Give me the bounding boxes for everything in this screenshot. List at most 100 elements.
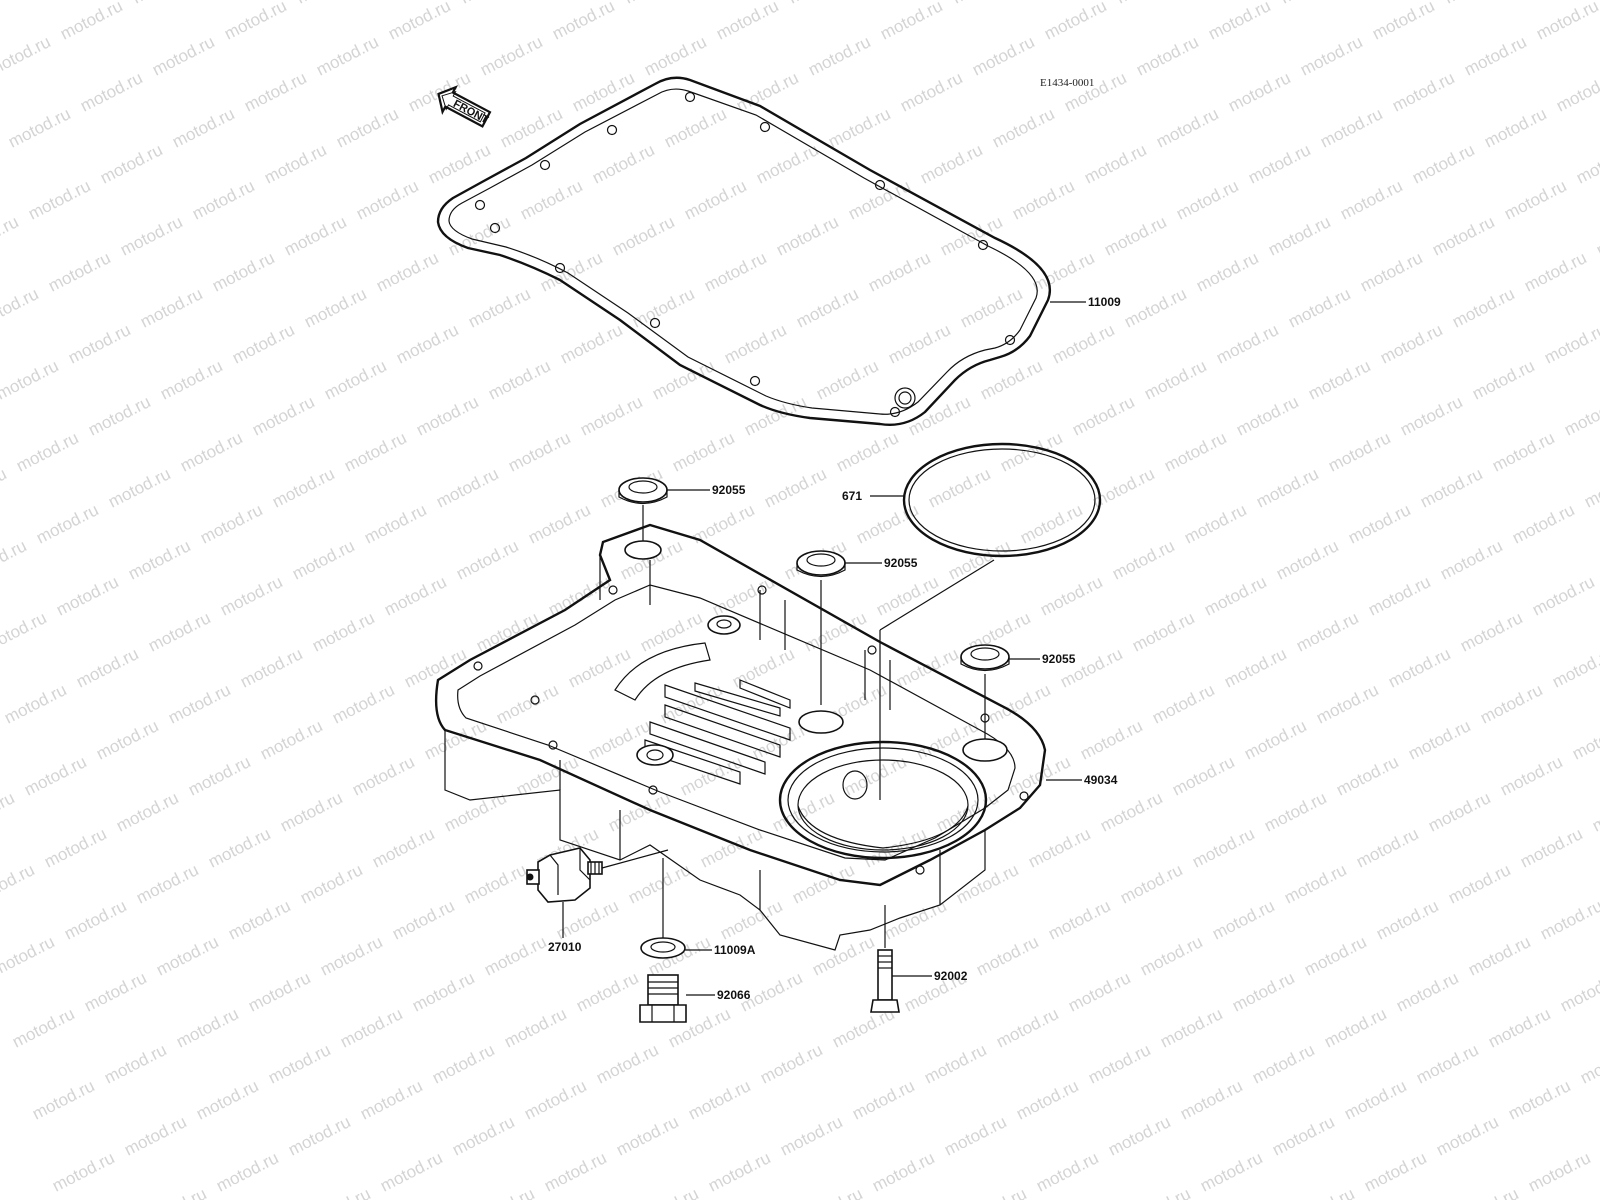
watermark-text: motod.ru bbox=[937, 212, 1005, 259]
watermark-text: motod.ru bbox=[125, 536, 193, 583]
watermark-text: motod.ru bbox=[1033, 1148, 1101, 1195]
watermark-text: motod.ru bbox=[545, 572, 613, 619]
watermark-text: motod.ru bbox=[1533, 0, 1600, 44]
watermark-text: motod.ru bbox=[349, 752, 417, 799]
watermark-text: motod.ru bbox=[137, 284, 205, 331]
watermark-text: motod.ru bbox=[609, 212, 677, 259]
watermark-text: motod.ru bbox=[1357, 248, 1425, 295]
watermark-text: motod.ru bbox=[1397, 392, 1465, 439]
label-27010: 27010 bbox=[548, 940, 582, 954]
watermark-text: motod.ru bbox=[1141, 356, 1209, 403]
watermark-text: motod.ru bbox=[469, 1184, 537, 1200]
watermark-text: motod.ru bbox=[1225, 68, 1293, 115]
watermark-text: motod.ru bbox=[377, 1148, 445, 1195]
watermark-text: motod.ru bbox=[865, 248, 933, 295]
watermark-text: motod.ru bbox=[1561, 392, 1600, 439]
watermark-text: motod.ru bbox=[413, 392, 481, 439]
watermark-text: motod.ru bbox=[593, 1040, 661, 1087]
label-671: 671 bbox=[842, 489, 862, 503]
watermark-text: motod.ru bbox=[1201, 572, 1269, 619]
watermark-text: motod.ru bbox=[341, 428, 409, 475]
watermark-text: motod.ru bbox=[1189, 824, 1257, 871]
watermark-text: motod.ru bbox=[1581, 464, 1600, 511]
watermark-text: motod.ru bbox=[1173, 176, 1241, 223]
watermark-text: motod.ru bbox=[1477, 680, 1545, 727]
watermark-text: motod.ru bbox=[1065, 968, 1133, 1015]
watermark-text: motod.ru bbox=[977, 356, 1045, 403]
watermark-text: motod.ru bbox=[657, 680, 725, 727]
watermark-text: motod.ru bbox=[1353, 824, 1421, 871]
watermark-text: motod.ru bbox=[1213, 320, 1281, 367]
watermark-text: motod.ru bbox=[1241, 716, 1309, 763]
watermark-text: motod.ru bbox=[1125, 1184, 1193, 1200]
watermark-text: motod.ru bbox=[301, 284, 369, 331]
watermark-text: motod.ru bbox=[677, 752, 745, 799]
watermark-text: motod.ru bbox=[681, 176, 749, 223]
watermark-text: motod.ru bbox=[1589, 788, 1600, 835]
watermark-text: motod.ru bbox=[573, 968, 641, 1015]
watermark-text: motod.ru bbox=[101, 1040, 169, 1087]
watermark-text: motod.ru bbox=[701, 248, 769, 295]
washer-92055-2 bbox=[796, 550, 846, 578]
watermark-text: motod.ru bbox=[1277, 0, 1345, 8]
watermark-text: motod.ru bbox=[445, 212, 513, 259]
watermark-text: motod.ru bbox=[1177, 1076, 1245, 1123]
watermark-text: motod.ru bbox=[1437, 536, 1505, 583]
watermark-text: motod.ru bbox=[0, 464, 10, 511]
watermark-text: motod.ru bbox=[517, 176, 585, 223]
watermark-text: motod.ru bbox=[313, 32, 381, 79]
label-11009: 11009 bbox=[1088, 295, 1121, 309]
watermark-text: motod.ru bbox=[1497, 752, 1565, 799]
watermark-text: motod.ru bbox=[73, 644, 141, 691]
watermark-text: motod.ru bbox=[969, 32, 1037, 79]
watermark-text: motod.ru bbox=[1289, 1184, 1357, 1200]
watermark-text: motod.ru bbox=[1325, 428, 1393, 475]
watermark-text: motod.ru bbox=[281, 212, 349, 259]
watermark-text: motod.ru bbox=[241, 68, 309, 115]
watermark-text: motod.ru bbox=[389, 896, 457, 943]
watermark-text: motod.ru bbox=[809, 932, 877, 979]
watermark-text: motod.ru bbox=[133, 860, 201, 907]
watermark-text: motod.ru bbox=[105, 464, 173, 511]
watermark-text: motod.ru bbox=[633, 1184, 701, 1200]
watermark-text: motod.ru bbox=[1005, 752, 1073, 799]
watermark-text: motod.ru bbox=[0, 788, 18, 835]
watermark-text: motod.ru bbox=[877, 0, 945, 44]
watermark-text: motod.ru bbox=[337, 1004, 405, 1051]
watermark-text: motod.ru bbox=[1025, 824, 1093, 871]
watermark-text: motod.ru bbox=[1297, 32, 1365, 79]
watermark-text: motod.ru bbox=[1193, 248, 1261, 295]
watermark-text: motod.ru bbox=[589, 140, 657, 187]
watermark-text: motod.ru bbox=[1577, 1040, 1600, 1087]
watermark-text: motod.ru bbox=[973, 932, 1041, 979]
watermark-text: motod.ru bbox=[685, 1076, 753, 1123]
watermark-text: motod.ru bbox=[141, 1184, 209, 1200]
watermark-text: motod.ru bbox=[1085, 1040, 1153, 1087]
watermark-text: motod.ru bbox=[477, 32, 545, 79]
gasket-11009 bbox=[436, 76, 1051, 426]
watermark-text: motod.ru bbox=[1553, 68, 1600, 115]
watermark-text: motod.ru bbox=[1393, 968, 1461, 1015]
watermark-text: motod.ru bbox=[853, 500, 921, 547]
watermark-text: motod.ru bbox=[129, 0, 197, 8]
watermark-text: motod.ru bbox=[5, 104, 73, 151]
watermark-text: motod.ru bbox=[81, 968, 149, 1015]
watermark-text: motod.ru bbox=[925, 464, 993, 511]
watermark-text: motod.ru bbox=[1537, 896, 1600, 943]
watermark-text: motod.ru bbox=[1541, 320, 1600, 367]
watermark-text: motod.ru bbox=[1573, 140, 1600, 187]
watermark-text: motod.ru bbox=[329, 680, 397, 727]
watermark-text: motod.ru bbox=[721, 320, 789, 367]
watermark-text: motod.ru bbox=[409, 968, 477, 1015]
watermark-text: motod.ru bbox=[353, 176, 421, 223]
watermark-text: motod.ru bbox=[1377, 320, 1445, 367]
watermark-text: motod.ru bbox=[1321, 1004, 1389, 1051]
watermark-text: motod.ru bbox=[381, 572, 449, 619]
watermark-text: motod.ru bbox=[505, 428, 573, 475]
washer-92055-1 bbox=[618, 477, 668, 505]
watermark-text: motod.ru bbox=[449, 1112, 517, 1159]
watermark-text: motod.ru bbox=[1293, 608, 1361, 655]
watermark-text: motod.ru bbox=[1509, 500, 1577, 547]
watermark-text: motod.ru bbox=[713, 0, 781, 44]
watermark-text: motod.ru bbox=[501, 1004, 569, 1051]
